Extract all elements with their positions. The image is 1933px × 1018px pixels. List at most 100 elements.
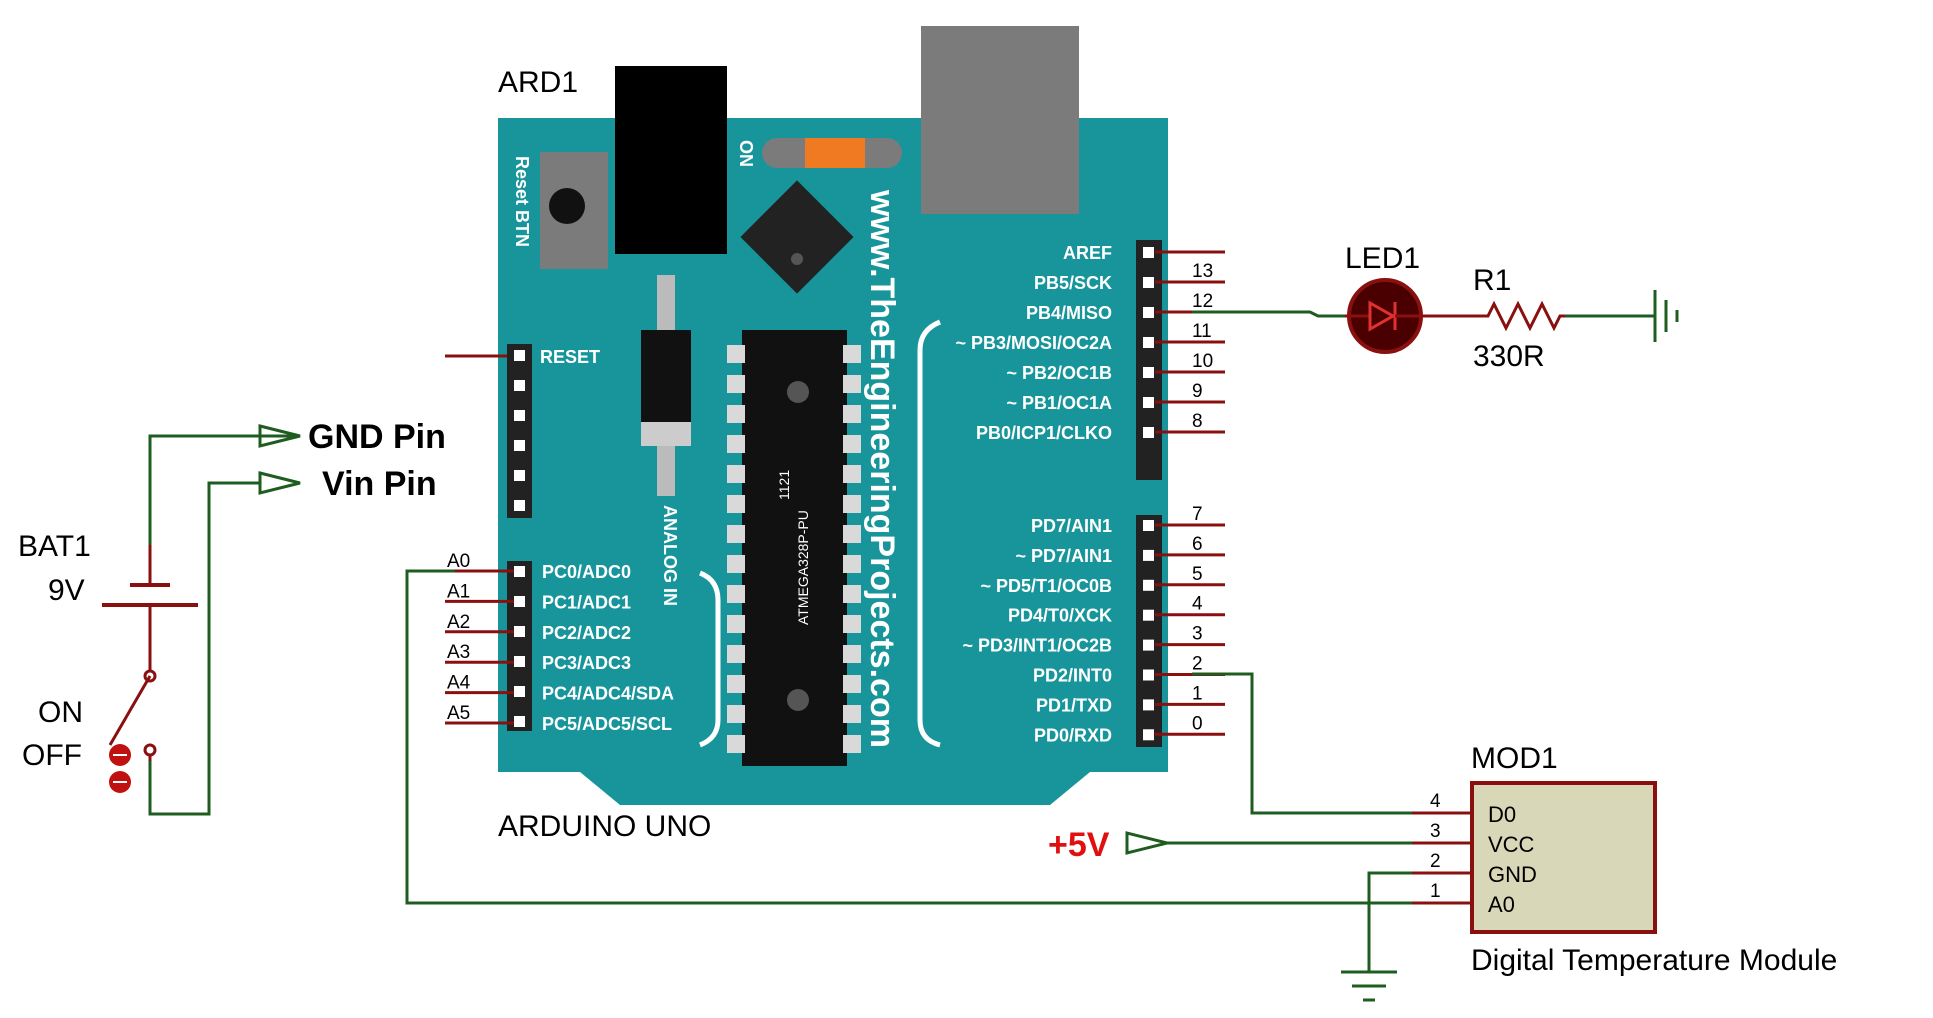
atmega-chip-code: 1121 [776, 470, 792, 500]
reset-btn-label: Reset BTN [512, 156, 532, 247]
digital-header-pin [1143, 549, 1154, 561]
analog-header-pin [514, 566, 525, 577]
power-terminal-label: +5V [1048, 826, 1110, 864]
resistor-zigzag [1430, 300, 1565, 332]
digital-header-pin [1143, 247, 1154, 258]
digital-header-pin [1143, 609, 1154, 621]
analog-pin-label: PC2/ADC2 [542, 623, 631, 643]
analog-header-pin [514, 656, 525, 667]
digital-header-pin [1143, 337, 1154, 348]
analog-pin-number: A4 [447, 673, 471, 694]
reset-header-pin [514, 380, 525, 391]
digital-pin-label: PD0/RXD [1034, 725, 1112, 745]
gnd-terminal-label: GND Pin [308, 418, 446, 456]
analog-in-label: ANALOG IN [660, 505, 680, 606]
chip-pin-right [843, 645, 861, 663]
digital-pin-number: 0 [1192, 713, 1203, 734]
analog-header-pin [514, 596, 525, 607]
chip-pin-left [727, 555, 745, 573]
website-label: www.TheEngineeringProjects.com [863, 189, 901, 748]
analog-header-pin [514, 686, 525, 697]
analog-pin-label: PC0/ADC0 [542, 562, 631, 582]
atmega-chip-notch-bottom [787, 689, 809, 711]
chip-pin-right [843, 585, 861, 603]
digital-header-top [1136, 240, 1162, 480]
analog-pin-label: PC4/ADC4/SDA [542, 684, 674, 704]
chip-pin-right [843, 615, 861, 633]
header-pins [514, 350, 525, 727]
module-pin-label: GND [1488, 862, 1537, 887]
battery-ref: BAT1 [18, 530, 91, 563]
digital-pin-label: PD2/INT0 [1033, 666, 1112, 686]
switch[interactable]: ON OFF [22, 669, 157, 793]
smd-chip-dot [791, 253, 803, 265]
analog-pin-number: A2 [447, 612, 470, 633]
digital-pin-label: PD4/T0/XCK [1008, 606, 1112, 626]
reset-header [507, 344, 532, 518]
digital-header-pin [1143, 367, 1154, 378]
chip-pin-left [727, 585, 745, 603]
analog-header-pin [514, 626, 525, 637]
capacitor-lead [657, 275, 675, 335]
reset-header-pin [514, 500, 525, 511]
digital-header-pin [1143, 699, 1154, 711]
digital-pin-label: PB5/SCK [1034, 273, 1112, 293]
right-brace [917, 319, 942, 748]
chip-pin-right [843, 405, 861, 423]
module-pin-number: 2 [1430, 851, 1441, 872]
digital-header-pin [1143, 277, 1154, 288]
wire-a0-a0 [405, 569, 1412, 905]
analog-pin-label: PC3/ADC3 [542, 653, 631, 673]
analog-header-pin [514, 716, 525, 727]
chip-pin-right [843, 495, 861, 513]
chip-pin-right [843, 555, 861, 573]
power-jack [615, 66, 727, 254]
digital-header-pin [1143, 520, 1154, 531]
switch-on-label: ON [38, 696, 83, 729]
chip-pin-right [843, 525, 861, 543]
chip-pin-right [843, 345, 861, 363]
chip-pin-left [727, 675, 745, 693]
digital-pin-number: 12 [1192, 291, 1213, 312]
resistor-value: 330R [1473, 340, 1545, 373]
left-brace [698, 570, 721, 748]
led-ref: LED1 [1345, 242, 1420, 275]
on-led-label: ON [736, 140, 756, 167]
digital-pin-label: PB0/ICP1/CLKO [976, 423, 1112, 443]
digital-pin-number: 7 [1192, 504, 1203, 525]
capacitor-body [641, 330, 691, 440]
module-body [1470, 781, 1657, 934]
atmega-chip: 1121 ATMEGA328P-PU [742, 330, 847, 766]
chip-pin-right [843, 705, 861, 723]
digital-pin-number: 6 [1192, 534, 1203, 555]
digital-pin-label: PB4/MISO [1026, 303, 1112, 323]
digital-pin-number: 5 [1192, 564, 1203, 585]
atmega-chip-label: ATMEGA328P-PU [795, 510, 811, 625]
digital-header-pin [1143, 639, 1154, 651]
reset-header-pin [514, 470, 525, 481]
reset-button-knob [549, 188, 585, 224]
digital-header-bottom [1136, 515, 1162, 747]
digital-pin-label: ~ PB1/OC1A [1006, 393, 1112, 413]
chip-pin-left [727, 735, 745, 753]
chip-pin-left [727, 615, 745, 633]
digital-header-pin [1143, 729, 1154, 741]
wire-gnd-ground [1367, 871, 1412, 972]
digital-pin-label: ~ PD3/INT1/OC2B [962, 636, 1112, 656]
analog-pin-number: A1 [447, 581, 470, 602]
digital-pin-label: PD7/AIN1 [1031, 516, 1112, 536]
resistor: R1 330R [1430, 264, 1565, 373]
digital-pin-label: ~ PB3/MOSI/OC2A [955, 333, 1112, 353]
power-terminal-arrow [1125, 831, 1168, 855]
digital-pin-number: 4 [1192, 594, 1203, 615]
module-ref: MOD1 [1471, 742, 1558, 775]
analog-pin-number: A3 [447, 642, 470, 663]
wires [148, 310, 1655, 972]
led-triangle [1368, 300, 1397, 332]
digital-header-pin [1143, 579, 1154, 591]
